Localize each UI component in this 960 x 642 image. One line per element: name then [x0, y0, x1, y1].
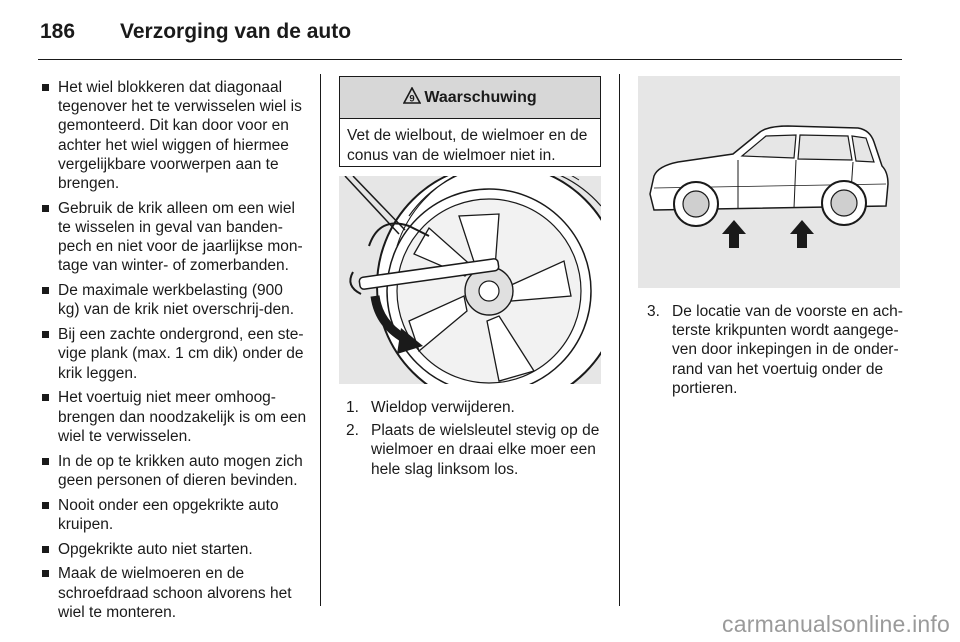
bullet-square-icon: [42, 84, 49, 91]
page-title: Verzorging van de auto: [120, 20, 352, 43]
list-item: Bij een zachte ondergrond, een ste-vige …: [42, 325, 308, 383]
column-divider: [619, 74, 620, 606]
bullet-text: Gebruik de krik alleen om een wiel te wi…: [58, 199, 303, 275]
bullet-square-icon: [42, 501, 49, 509]
bullet-text: In de op te krikken auto mogen zich geen…: [58, 452, 303, 489]
warning-number: 9: [410, 93, 415, 104]
bullet-square-icon: [42, 204, 49, 212]
watermark: carmanualsonline.info: [722, 611, 950, 637]
bullet-list: Het wiel blokkeren dat diagonaal tegenov…: [42, 78, 308, 622]
left-column: Het wiel blokkeren dat diagonaal tegenov…: [42, 78, 308, 628]
step-number: 3.: [647, 303, 660, 320]
bullet-text: Het voertuig niet meer omhoog-brengen da…: [58, 389, 307, 445]
bullet-square-icon: [42, 287, 49, 295]
bullet-text: Het wiel blokkeren dat diagonaal tegenov…: [58, 79, 302, 193]
bullet-square-icon: [42, 394, 49, 402]
list-item: Gebruik de krik alleen om een wiel te wi…: [42, 199, 308, 276]
page-number: 186: [40, 20, 76, 43]
step-text: Plaats de wielsleutel stevig op de wielm…: [371, 422, 600, 478]
bullet-square-icon: [42, 331, 49, 339]
list-item: 1. Wieldop verwijderen.: [346, 398, 608, 417]
bullet-text: Opgekrikte auto niet starten.: [58, 540, 253, 558]
step-list: 3. De locatie van de voorste en ach-terst…: [647, 302, 909, 402]
list-item: In de op te krikken auto mogen zich geen…: [42, 452, 308, 490]
warning-title: Waarschuwing: [424, 88, 537, 106]
list-item: Nooit onder een opgekrikte auto kruipen.: [42, 496, 308, 534]
bullet-text: Nooit onder een opgekrikte auto kruipen.: [58, 496, 279, 533]
page-header: 186 Verzorging van de auto: [40, 14, 351, 50]
list-item: Maak de wielmoeren en de schroefdraad sc…: [42, 564, 308, 622]
bullet-square-icon: [42, 457, 49, 465]
list-item: Opgekrikte auto niet starten.: [42, 540, 308, 559]
step-number: 1.: [346, 399, 359, 416]
step-list: 1. Wieldop verwijderen. 2. Plaats de wiels…: [346, 398, 608, 483]
warning-triangle-icon: 9: [403, 85, 422, 109]
bullet-text: Maak de wielmoeren en de schroefdraad sc…: [58, 565, 292, 621]
list-item: 2. Plaats de wielsleutel stevig op de wie…: [346, 421, 608, 479]
warning-header: 9 Waarschuwing: [340, 77, 600, 119]
list-item: Het wiel blokkeren dat diagonaal tegenov…: [42, 78, 308, 193]
step-text: De locatie van de voorste en ach-terste …: [672, 303, 903, 397]
bullet-text: De maximale werkbelasting (900 kg) van d…: [58, 282, 295, 319]
column-divider: [320, 74, 321, 606]
warning-body: Vet de wielbout, de wielmoer en de conus…: [347, 127, 588, 164]
bullet-square-icon: [42, 570, 49, 578]
list-item: De maximale werkbelasting (900 kg) van d…: [42, 281, 308, 319]
list-item: Het voertuig niet meer omhoog-brengen da…: [42, 388, 308, 446]
header-rule: [38, 59, 902, 60]
list-item: 3. De locatie van de voorste en ach-terst…: [647, 302, 909, 398]
step-number: 2.: [346, 422, 359, 440]
wheel-wrench-illustration: [339, 160, 622, 409]
suv-jack-points-illustration: [638, 76, 900, 288]
step-text: Wieldop verwijderen.: [371, 399, 515, 416]
bullet-square-icon: [42, 545, 49, 553]
warning-box: 9 Waarschuwing Vet de wielbout, de wielm…: [339, 76, 601, 167]
bullet-text: Bij een zachte ondergrond, een ste-vige …: [58, 326, 304, 382]
